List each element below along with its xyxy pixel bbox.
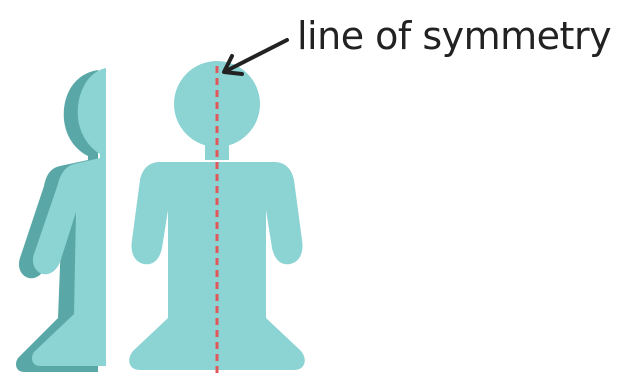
- arrow-shaft: [228, 40, 287, 70]
- figure-body: [129, 162, 305, 370]
- half-figure: [16, 68, 106, 372]
- line-of-symmetry-label: line of symmetry: [297, 14, 611, 58]
- pointer-arrow: [224, 40, 287, 74]
